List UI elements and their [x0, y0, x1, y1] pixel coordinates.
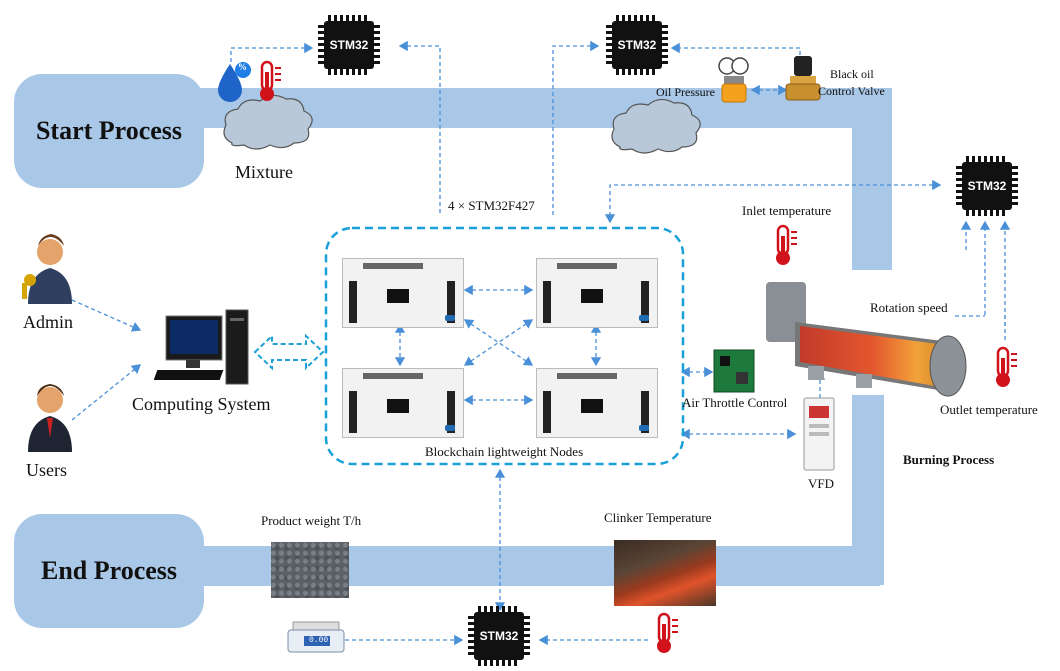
chip-label: STM32	[329, 38, 369, 52]
end-process-label: End Process	[40, 556, 178, 585]
outlet-temperature-label: Outlet temperature	[940, 402, 1038, 417]
admin-label: Admin	[23, 312, 74, 332]
clinker-temperature-label: Clinker Temperature	[604, 510, 712, 525]
stm32-cluster-label: 4 × STM32F427	[448, 198, 535, 213]
computing-system-label: Computing System	[132, 394, 271, 414]
rotation-speed-label: Rotation speed	[870, 300, 948, 315]
oil-pressure-label: Oil Pressure	[656, 85, 715, 99]
mixture-label: Mixture	[235, 162, 293, 182]
blockchain-cluster-border	[324, 226, 685, 466]
users-label: Users	[26, 460, 67, 480]
blockchain-nodes-label: Blockchain lightweight Nodes	[425, 444, 584, 459]
control-valve-label: Control Valve	[818, 84, 885, 98]
pcb-board-icon	[342, 368, 464, 438]
chip-label: STM32	[617, 38, 657, 52]
chip-label: STM32	[967, 179, 1007, 193]
top-pipe	[195, 88, 892, 270]
burning-process-label: Burning Process	[903, 452, 995, 467]
vfd-label: VFD	[808, 476, 835, 491]
stm32-chip-top-right: STM32	[606, 15, 668, 75]
scale-readout: 0.00	[309, 636, 329, 645]
inlet-temperature-label: Inlet temperature	[742, 203, 832, 218]
start-process-label: Start Process	[35, 116, 183, 145]
pcb-board-icon	[342, 258, 464, 328]
stm32-chip-bottom: STM32	[468, 606, 530, 666]
product-pile-photo	[271, 542, 349, 598]
stm32-chip-right: STM32	[956, 156, 1018, 216]
pcb-board-icon	[536, 258, 658, 328]
humidity-percent: %	[238, 62, 247, 72]
clinker-photo	[614, 540, 716, 606]
stm32-chip-top-left: STM32	[318, 15, 380, 75]
end-process-block: End Process	[14, 514, 204, 628]
start-process-block: Start Process	[14, 74, 204, 188]
air-throttle-label: Air Throttle Control	[682, 395, 788, 410]
chip-label: STM32	[479, 629, 519, 643]
bottom-pipe-v	[852, 395, 884, 585]
top-pipe-v	[852, 108, 884, 268]
pcb-board-icon	[536, 368, 658, 438]
black-oil-label: Black oil	[830, 67, 874, 81]
bidirectional-arrow	[253, 333, 325, 371]
product-weight-label: Product weight T/h	[261, 513, 362, 528]
